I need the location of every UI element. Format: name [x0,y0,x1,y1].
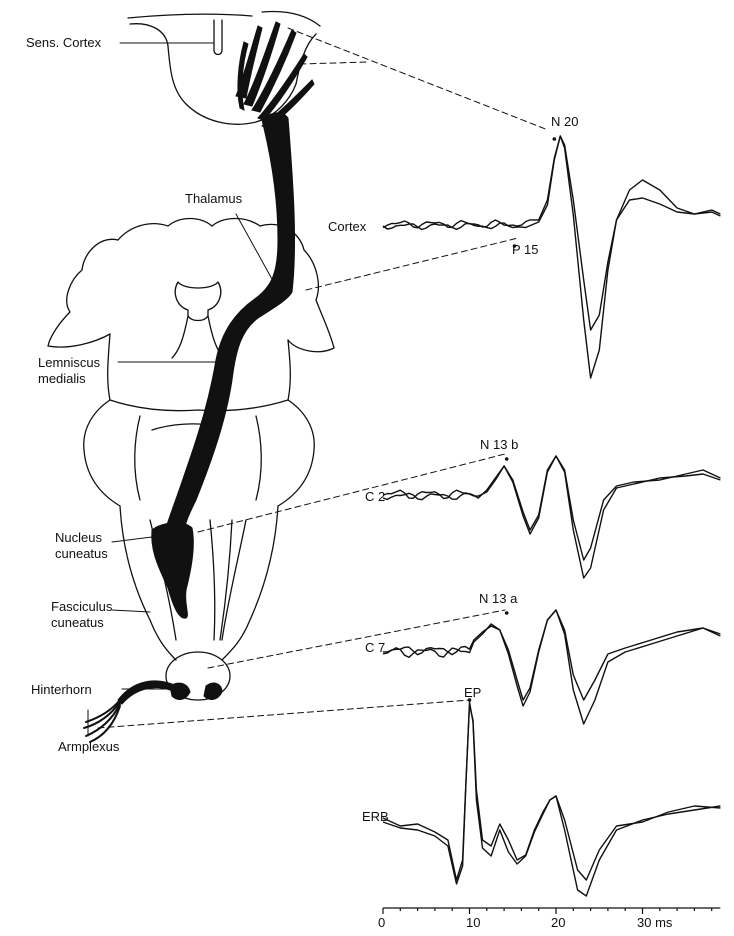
label-hinterhorn: Hinterhorn [31,682,92,697]
peak-label-p15: P 15 [512,242,539,257]
trace-label-cortex: Cortex [328,219,366,234]
peak-label-n13b: N 13 b [480,437,518,452]
trace-erb-b [383,702,720,896]
label-lemniscus-2: medialis [38,371,86,386]
label-armplexus: Armplexus [58,739,119,754]
connector-lines [98,28,548,728]
label-thalamus: Thalamus [185,191,242,206]
trace-c2-b [383,456,720,578]
peak-marker-n13a [505,611,509,615]
peak-label-n20: N 20 [551,114,578,129]
time-axis [383,908,720,914]
label-fasciculus-2: cuneatus [51,615,104,630]
trace-layer [383,136,720,896]
peak-marker-n20 [553,137,557,141]
trace-label-c2: C 2 [365,489,385,504]
trace-c7-b [383,610,720,724]
trace-c2-a [383,456,720,560]
label-lemniscus-1: Lemniscus [38,355,100,370]
trace-label-erb: ERB [362,809,389,824]
axis-tick-label: 10 [466,915,480,930]
axis-tick-label: 20 [551,915,565,930]
peak-label-n13a: N 13 a [479,591,517,606]
label-nucleus-2: cuneatus [55,546,108,561]
lemniscal-pathway [118,22,314,704]
peak-label-ep: EP [464,685,481,700]
peak-marker-n13b [505,457,509,461]
armplexus-nerves [84,700,120,742]
label-fasciculus-1: Fasciculus [51,599,112,614]
trace-label-c7: C 7 [365,640,385,655]
label-sens-cortex: Sens. Cortex [26,35,101,50]
trace-erb-a [383,705,720,880]
axis-tick-label: 0 [378,915,385,930]
trace-cortex-b [383,136,720,378]
label-leaders [88,43,278,736]
trace-cortex-a [383,136,720,330]
label-nucleus-1: Nucleus [55,530,102,545]
axis-tick-label: 30 ms [637,915,672,930]
